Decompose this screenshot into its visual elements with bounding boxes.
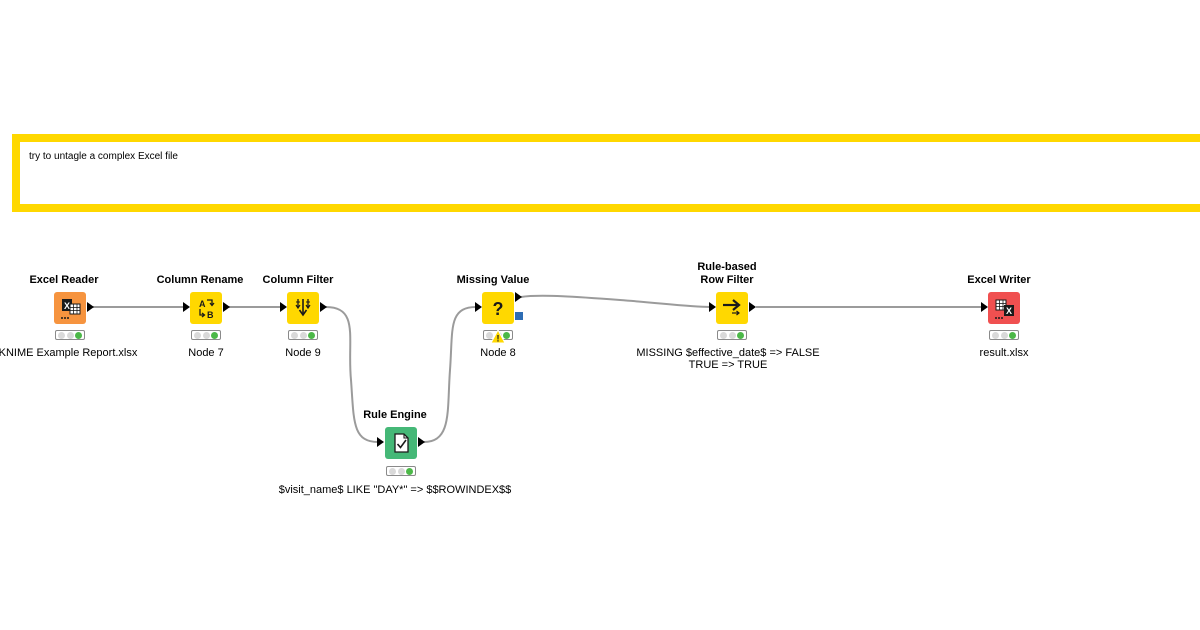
rule-engine-output-port[interactable] [418,437,425,447]
node-label-missing-value[interactable]: Node 8 [480,347,516,359]
question-mark-icon: ? [493,299,504,319]
node-name-rule-engine[interactable]: Rule Engine [363,409,427,421]
column-filter-status [288,330,318,340]
excel-writer-status [989,330,1019,340]
missing-value-node[interactable]: ? [482,292,514,324]
connection-missing-value-to-row-filter[interactable] [520,294,711,308]
column-rename-icon: A B [199,299,215,320]
node-label-rule-engine[interactable]: $visit_name$ LIKE "DAY*" => $$ROWINDEX$$ [278,484,512,496]
svg-text:X: X [1006,306,1012,316]
excel-reader-node[interactable]: X [54,292,86,324]
svg-text:!: ! [497,334,500,344]
node-name-row-filter-line-1[interactable]: Rule-based [697,261,757,273]
column-filter-output-port[interactable] [320,302,327,312]
node-label-column-rename[interactable]: Node 7 [188,347,224,359]
column-rename-input-port[interactable] [183,302,190,312]
node-name-column-filter[interactable]: Column Filter [262,274,334,286]
column-rename-output-port[interactable] [223,302,230,312]
missing-value-input-port[interactable] [475,302,482,312]
row-filter-output-port[interactable] [749,302,756,312]
node-name-missing-value[interactable]: Missing Value [456,274,530,286]
rule-engine-icon [394,433,409,453]
excel-reader-status [55,330,85,340]
svg-text:?: ? [493,299,504,319]
node-label-row-filter-line-2[interactable]: TRUE => TRUE [688,359,768,371]
rule-based-row-filter-node[interactable] [716,292,748,324]
node-label-row-filter-line-1[interactable]: MISSING $effective_date$ => FALSE [636,347,820,359]
connection-filter-to-rule-engine[interactable] [325,306,379,443]
excel-writer-node[interactable]: X [988,292,1020,324]
row-filter-input-port[interactable] [709,302,716,312]
excel-reader-output-port[interactable] [87,302,94,312]
node-name-row-filter-line-2[interactable]: Row Filter [700,274,754,286]
excel-reader-icon: X [61,299,81,319]
workflow-annotation[interactable]: try to untagle a complex Excel file [12,134,1200,212]
rule-engine-status [386,466,416,476]
connection-rule-engine-to-missing-value[interactable] [423,306,477,443]
svg-text:X: X [64,301,70,311]
node-name-excel-reader[interactable]: Excel Reader [29,274,99,286]
annotation-text: try to untagle a complex Excel file [29,151,178,162]
node-label-excel-reader[interactable]: KNIME Example Report.xlsx [0,347,138,359]
rule-engine-node[interactable] [385,427,417,459]
node-label-column-filter[interactable]: Node 9 [285,347,321,359]
warning-icon[interactable]: ! [490,329,506,344]
row-filter-arrow-icon [723,299,741,316]
svg-text:B: B [207,310,214,320]
column-filter-node[interactable] [287,292,319,324]
row-filter-status [717,330,747,340]
column-filter-input-port[interactable] [280,302,287,312]
missing-value-output-port[interactable] [515,292,522,302]
excel-writer-icon: X [995,299,1014,319]
column-rename-status [191,330,221,340]
column-rename-node[interactable]: A B [190,292,222,324]
node-name-excel-writer[interactable]: Excel Writer [967,274,1031,286]
missing-value-flow-variable-port[interactable] [515,312,523,320]
node-label-excel-writer[interactable]: result.xlsx [979,347,1029,359]
excel-writer-input-port[interactable] [981,302,988,312]
column-filter-icon [295,299,311,317]
rule-engine-input-port[interactable] [377,437,384,447]
node-name-column-rename[interactable]: Column Rename [156,274,244,286]
svg-text:A: A [199,299,206,309]
